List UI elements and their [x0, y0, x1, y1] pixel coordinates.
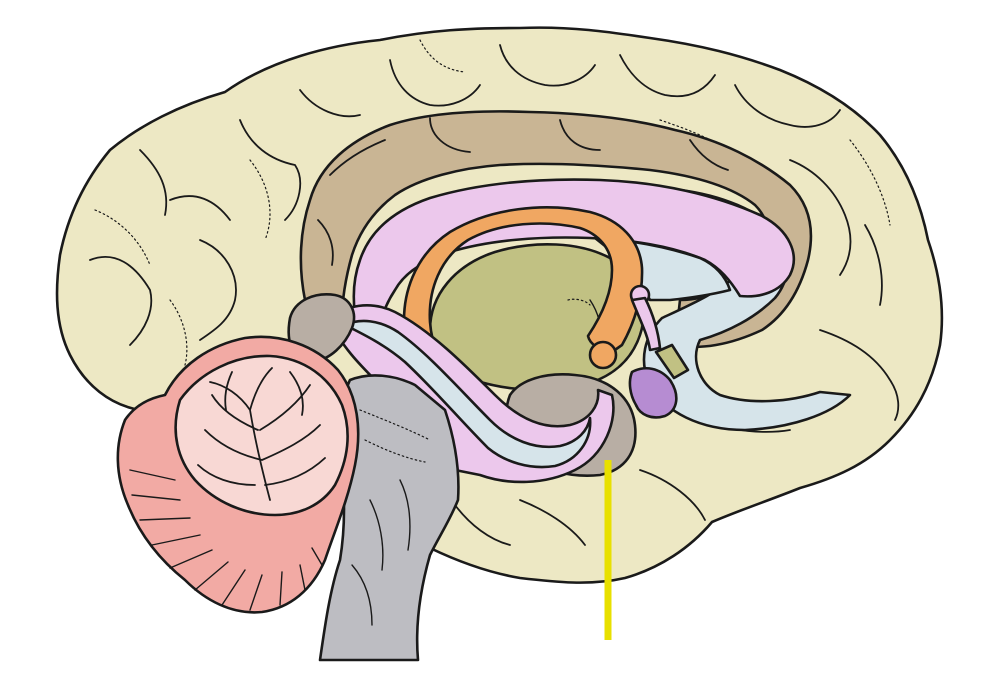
sulcus-line	[499, 44, 596, 87]
sulcus-line	[199, 239, 237, 341]
cingulate-sulcus	[559, 119, 729, 171]
dotted-sulcus	[849, 139, 891, 226]
sulcus-line	[789, 159, 852, 276]
brainstem-detail	[351, 564, 373, 626]
brainstem-detail	[364, 439, 426, 463]
folia-lines	[129, 469, 323, 611]
arbor-branch	[211, 384, 311, 431]
sulcus-line	[734, 84, 841, 128]
optic-chiasm	[654, 343, 690, 380]
sulcus-line	[864, 224, 883, 306]
sulcus-line	[519, 499, 586, 546]
hypothalamus	[628, 366, 678, 419]
sulcus-line	[619, 54, 716, 98]
corpus-callosum	[352, 178, 795, 337]
dotted-sulcus	[419, 39, 466, 73]
sulcus-line	[819, 329, 900, 421]
sulcus-line	[239, 119, 302, 221]
brainstem-detail	[399, 479, 411, 551]
cingulate-sulcus	[317, 219, 334, 266]
lamina-terminalis	[630, 296, 662, 352]
aqueduct-inner	[343, 319, 592, 469]
dotted-sulcus	[94, 209, 151, 266]
dotted-sulcus	[249, 159, 271, 241]
cingulate-sulcus	[329, 117, 471, 176]
arbor-vitae	[174, 354, 349, 517]
dotted-sulcus	[169, 299, 188, 366]
mammillary-body	[588, 340, 618, 370]
sulcus-line	[389, 59, 481, 107]
sulcus-line	[139, 149, 231, 221]
sulcus-line	[89, 255, 153, 346]
dotted-sulcus	[659, 119, 736, 156]
arbor-branch	[204, 424, 321, 461]
sulcus-line	[299, 89, 361, 118]
arbor-branch	[197, 457, 326, 486]
arbor-branch	[224, 371, 304, 416]
thalamus-detail	[567, 298, 591, 306]
brainstem-detail	[369, 499, 384, 571]
arbor-branch	[209, 367, 273, 501]
sulcus-line	[639, 469, 706, 521]
sulcus-line	[454, 504, 511, 546]
